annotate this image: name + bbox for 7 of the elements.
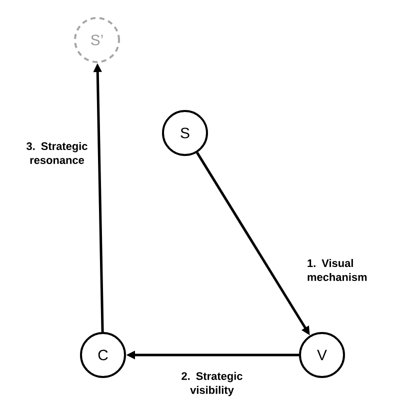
edge-label: 3. Strategic resonance [26, 142, 88, 164]
circle-node: C [80, 332, 126, 378]
circle-node: S [162, 110, 208, 156]
circle-node: V [299, 332, 345, 378]
edge-label: 2. Strategic visibility [182, 372, 242, 396]
circle-node: S’ [74, 17, 120, 63]
edge-label: 1. Visual mechanism [308, 259, 367, 281]
